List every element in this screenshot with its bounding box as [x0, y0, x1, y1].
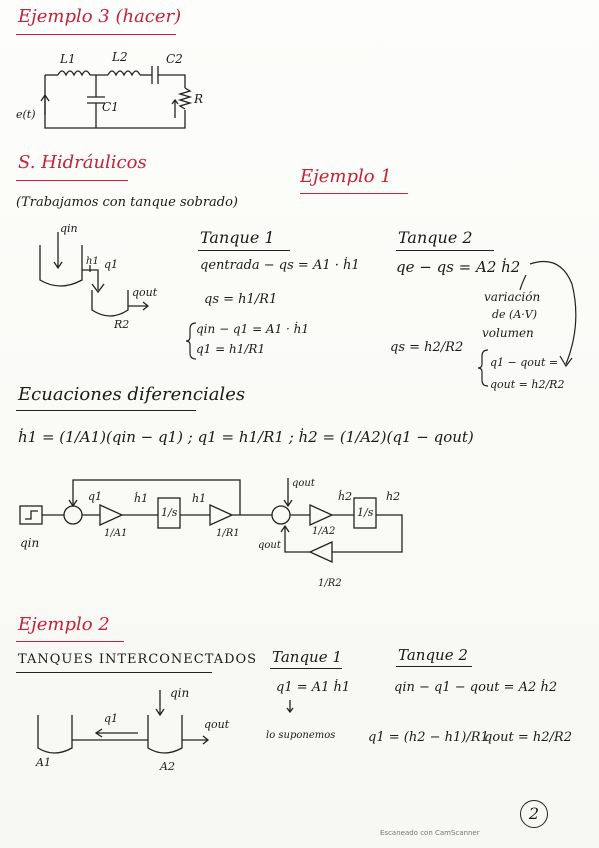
bd-h1dot: ḣ1	[134, 492, 149, 505]
ex2-title: Ejemplo 2	[18, 614, 110, 635]
ex1-subtitle: (Trabajamos con tanque sobrado)	[16, 195, 239, 210]
tank2-note3: volumen	[482, 326, 534, 340]
bd-gain2: 1/A2	[312, 526, 336, 537]
page-number: 2	[520, 800, 548, 828]
ex3-title: Ejemplo 3 (hacer)	[18, 6, 182, 27]
label-R2: R2	[114, 318, 130, 331]
bd-qout-fb: qout	[258, 540, 281, 551]
tank2-sys1: q1 − qout =	[490, 356, 559, 369]
tank2-note1: variación	[484, 290, 541, 304]
ex2-q1: q1	[104, 712, 119, 725]
diff-eq-underline	[16, 410, 196, 411]
ex2-q1-formula: q1 = (h2 − h1)/R1	[368, 730, 489, 745]
diff-eq-title: Ecuaciones diferenciales	[18, 384, 246, 405]
bd-h2: h2	[386, 490, 401, 503]
bd-gain1: 1/A1	[104, 528, 128, 539]
diff-eq: ḣ1 = (1/A1)(qin − q1) ; q1 = h1/R1 ; ḣ2 …	[18, 428, 474, 446]
rlc-circuit	[40, 66, 193, 129]
ex2-subtitle: TANQUES INTERCONECTADOS	[18, 652, 258, 667]
tank2-underline	[396, 250, 494, 251]
bd-integ1: 1/s	[161, 506, 178, 519]
ex2-tank2-underline	[396, 666, 472, 667]
ex2-qout: qout	[204, 718, 230, 731]
label-h1: h1	[86, 256, 99, 267]
label-q1: q1	[104, 258, 119, 271]
bd-qout-top: qout	[292, 478, 315, 489]
tank1-sys2: q1 = h1/R1	[196, 342, 266, 356]
ex2-tank1-note: lo suponemos	[266, 730, 336, 741]
label-L2: L2	[112, 50, 128, 64]
label-C1: C1	[102, 100, 119, 114]
bd-gain-r2: 1/R2	[318, 578, 342, 589]
label-source: e(t)	[16, 108, 36, 121]
ex2-tank1-heading: Tanque 1	[272, 648, 342, 666]
tank1-heading: Tanque 1	[200, 228, 275, 247]
ex2-tank1-underline	[270, 668, 342, 669]
ex2-qout-formula: qout = h2/R2	[484, 730, 572, 745]
ex1-title: Ejemplo 1	[300, 166, 392, 187]
ex2-tank1-eq: q1 = A1 ḣ1	[276, 680, 351, 695]
tank1-eq2: qs = h1/R1	[204, 292, 278, 307]
ex1-underline	[300, 193, 408, 194]
ex2-tank2-eq: qin − q1 − qout = A2 ḣ2	[394, 680, 558, 695]
tank-drawing-ex1	[39, 232, 150, 317]
hydraulic-underline	[16, 180, 128, 181]
hydraulic-title: S. Hidráulicos	[18, 152, 147, 173]
tank2-sys2: qout = h2/R2	[490, 378, 565, 391]
ex2-A1: A1	[36, 756, 51, 769]
tank-drawing-ex2	[37, 690, 294, 754]
block-diagram	[19, 478, 403, 564]
label-qin: qin	[60, 222, 78, 235]
label-C2: C2	[166, 52, 183, 66]
label-L1: L1	[60, 52, 76, 66]
tank2-heading: Tanque 2	[398, 228, 473, 247]
tank1-sys1: qin − q1 = A1 · ḣ1	[196, 322, 310, 336]
footer-watermark: Escaneado con CamScanner	[380, 829, 480, 837]
label-qout: qout	[132, 286, 158, 299]
bd-q1: q1	[88, 490, 103, 503]
tank1-eq1: qentrada − qs = A1 · ḣ1	[200, 258, 360, 273]
bd-h1: h1	[192, 492, 207, 505]
ex2-A2: A2	[160, 760, 175, 773]
bd-integ2: 1/s	[357, 506, 374, 519]
label-R: R	[194, 92, 204, 106]
tank2-qs: qs = h2/R2	[390, 340, 464, 355]
ex2-qin: qin	[170, 686, 190, 700]
tank1-underline	[198, 250, 290, 251]
bd-step-label: qin	[20, 536, 40, 550]
ex3-underline	[16, 34, 176, 35]
bd-h2dot: ḣ2	[338, 490, 353, 503]
tank2-note2: de (A·V)	[492, 308, 538, 321]
bd-gain-r1: 1/R1	[216, 528, 240, 539]
ex2-underline	[16, 641, 124, 642]
ex2-tank2-heading: Tanque 2	[398, 646, 468, 664]
brace-marks	[185, 260, 577, 387]
tank2-eq1: qe − qs = A2 ḣ2	[396, 258, 521, 276]
ex2-subtitle-underline	[16, 672, 212, 673]
